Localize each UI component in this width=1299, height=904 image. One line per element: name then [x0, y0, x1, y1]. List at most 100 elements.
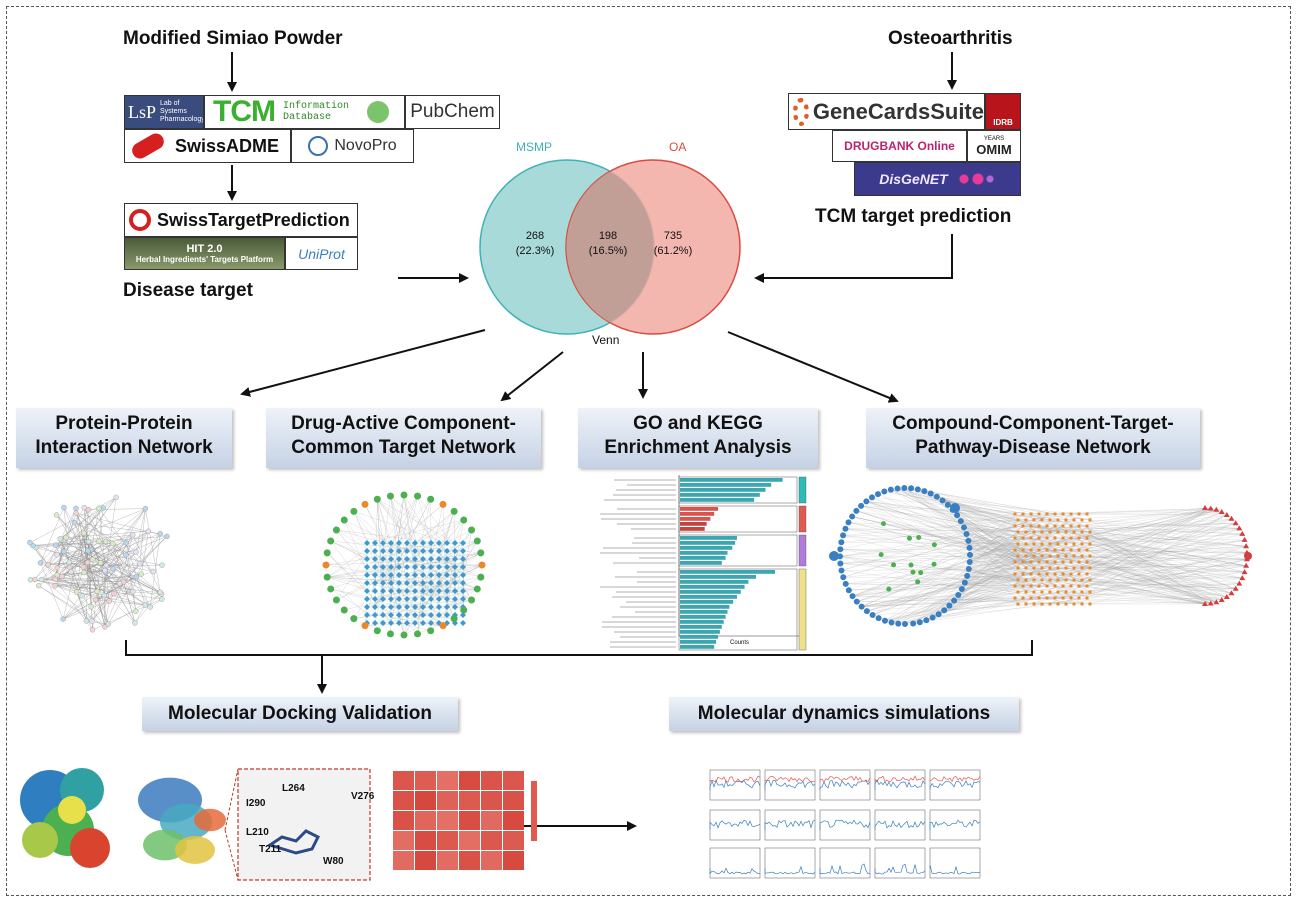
- network-edge: [947, 504, 1040, 563]
- drug-net-edge: [377, 499, 448, 576]
- drug-net-edge: [430, 529, 472, 552]
- enrichment-bar: [680, 590, 741, 594]
- ppi-edge: [95, 599, 146, 606]
- compound-node: [963, 531, 970, 538]
- target-node: [1013, 584, 1017, 588]
- target-node: [404, 556, 410, 562]
- ppi-edge: [105, 572, 115, 594]
- heatmap-cell: [415, 831, 436, 850]
- ppi-node: [53, 542, 59, 548]
- network-edge: [1025, 565, 1247, 593]
- target-node: [364, 612, 370, 618]
- network-edge: [1022, 525, 1247, 547]
- enrichment-bar: [680, 488, 766, 492]
- enrichment-bar: [680, 522, 707, 526]
- network-edge: [1089, 555, 1211, 604]
- heatmap-cell: [459, 831, 480, 850]
- ppi-edge: [38, 585, 93, 622]
- drug-net-edge: [390, 495, 456, 560]
- target-node: [396, 580, 402, 586]
- compound-node: [858, 603, 865, 610]
- network-edge: [866, 501, 1035, 593]
- network-edge: [866, 555, 1019, 612]
- ppi-edge: [98, 507, 104, 542]
- target-node: [428, 572, 434, 578]
- group-tag: [798, 534, 807, 567]
- target-node: [1045, 584, 1049, 588]
- network-edge: [1086, 533, 1243, 587]
- network-edge: [1054, 571, 1245, 599]
- compound-node: [837, 560, 844, 567]
- network-edge: [861, 579, 1019, 607]
- network-edge: [884, 513, 1016, 621]
- network-edge: [1062, 514, 1227, 539]
- drug-net-edge: [366, 577, 481, 600]
- target-node: [1045, 536, 1049, 540]
- ppi-edge: [134, 605, 146, 623]
- drug-net-edge: [430, 588, 478, 616]
- target-node: [404, 596, 410, 602]
- compound-node: [966, 559, 973, 566]
- enrichment-bar: [680, 635, 718, 639]
- target-node: [396, 540, 402, 546]
- compound-node: [923, 617, 930, 624]
- drug-net-edge: [377, 606, 408, 631]
- network-edge: [968, 568, 1016, 575]
- compound-node: [863, 498, 870, 505]
- network-edge: [1057, 546, 1247, 605]
- target-node: [1080, 590, 1084, 594]
- swissadme-logo: SwissADME: [124, 129, 291, 163]
- component-node: [386, 492, 394, 500]
- drug-net-edge: [366, 598, 391, 635]
- network-edge: [845, 573, 1048, 585]
- target-node: [420, 596, 426, 602]
- network-edge: [961, 567, 1059, 590]
- target-node: [364, 556, 370, 562]
- pathway-node: [1239, 530, 1246, 536]
- ppi-node: [89, 556, 96, 563]
- target-node: [420, 604, 426, 610]
- compound-node: [895, 620, 902, 627]
- ppi-node: [145, 528, 152, 534]
- pathway-node: [1207, 600, 1214, 606]
- target-node: [460, 612, 466, 618]
- target-node: [364, 540, 370, 546]
- ppi-node: [81, 569, 87, 576]
- heatmap-cell: [481, 851, 502, 870]
- network-edge: [1041, 543, 1217, 603]
- drug-net-edge: [330, 588, 368, 600]
- target-node: [380, 612, 386, 618]
- residue-label: T211: [259, 844, 282, 855]
- ppi-node: [52, 583, 58, 589]
- target-node: [460, 596, 466, 602]
- network-edge: [866, 501, 1024, 551]
- drug-net-edge: [353, 614, 376, 619]
- network-edge: [848, 579, 1051, 591]
- enrichment-bar: [680, 575, 756, 579]
- target-node: [452, 548, 458, 554]
- ppi-edge: [132, 534, 162, 595]
- target-node: [404, 548, 410, 554]
- network-edge: [1062, 528, 1240, 539]
- protein-surface: [70, 828, 110, 868]
- ppi-edge: [32, 545, 56, 580]
- drug-net-edge: [406, 588, 478, 608]
- drug-net-edge: [325, 564, 432, 584]
- compound-node: [965, 566, 972, 573]
- ppi-node: [142, 506, 149, 512]
- target-node: [1032, 518, 1036, 522]
- target-node: [1080, 542, 1084, 546]
- network-edge: [969, 555, 1091, 563]
- component-node: [460, 516, 468, 524]
- target-node: [444, 580, 450, 586]
- target-node: [1040, 530, 1044, 534]
- drug-net-edge: [325, 550, 416, 566]
- network-edge: [1078, 525, 1247, 547]
- target-node: [1048, 578, 1052, 582]
- ppi-edge: [98, 541, 107, 566]
- target-node: [1029, 536, 1033, 540]
- drug-net-edge: [344, 519, 424, 560]
- network-edge: [1057, 539, 1245, 569]
- ppi-node: [61, 504, 67, 511]
- target-node: [412, 540, 418, 546]
